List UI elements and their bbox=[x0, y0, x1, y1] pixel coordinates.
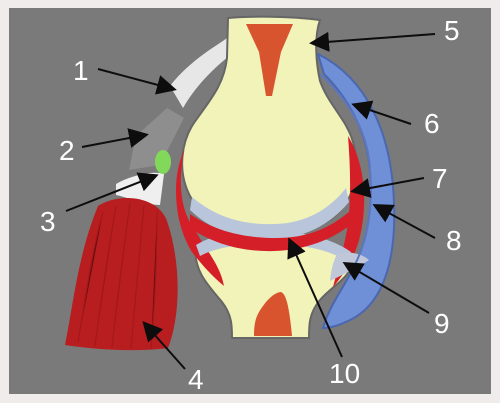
label-10: 10 bbox=[329, 358, 360, 389]
label-1: 1 bbox=[73, 55, 89, 86]
label-6: 6 bbox=[424, 108, 440, 139]
label-5: 5 bbox=[444, 15, 460, 46]
label-8: 8 bbox=[446, 225, 462, 256]
label-3: 3 bbox=[40, 206, 56, 237]
label-7: 7 bbox=[432, 163, 448, 194]
bursa bbox=[155, 150, 171, 174]
label-4: 4 bbox=[188, 364, 204, 395]
label-2: 2 bbox=[59, 135, 75, 166]
label-9: 9 bbox=[434, 308, 450, 339]
